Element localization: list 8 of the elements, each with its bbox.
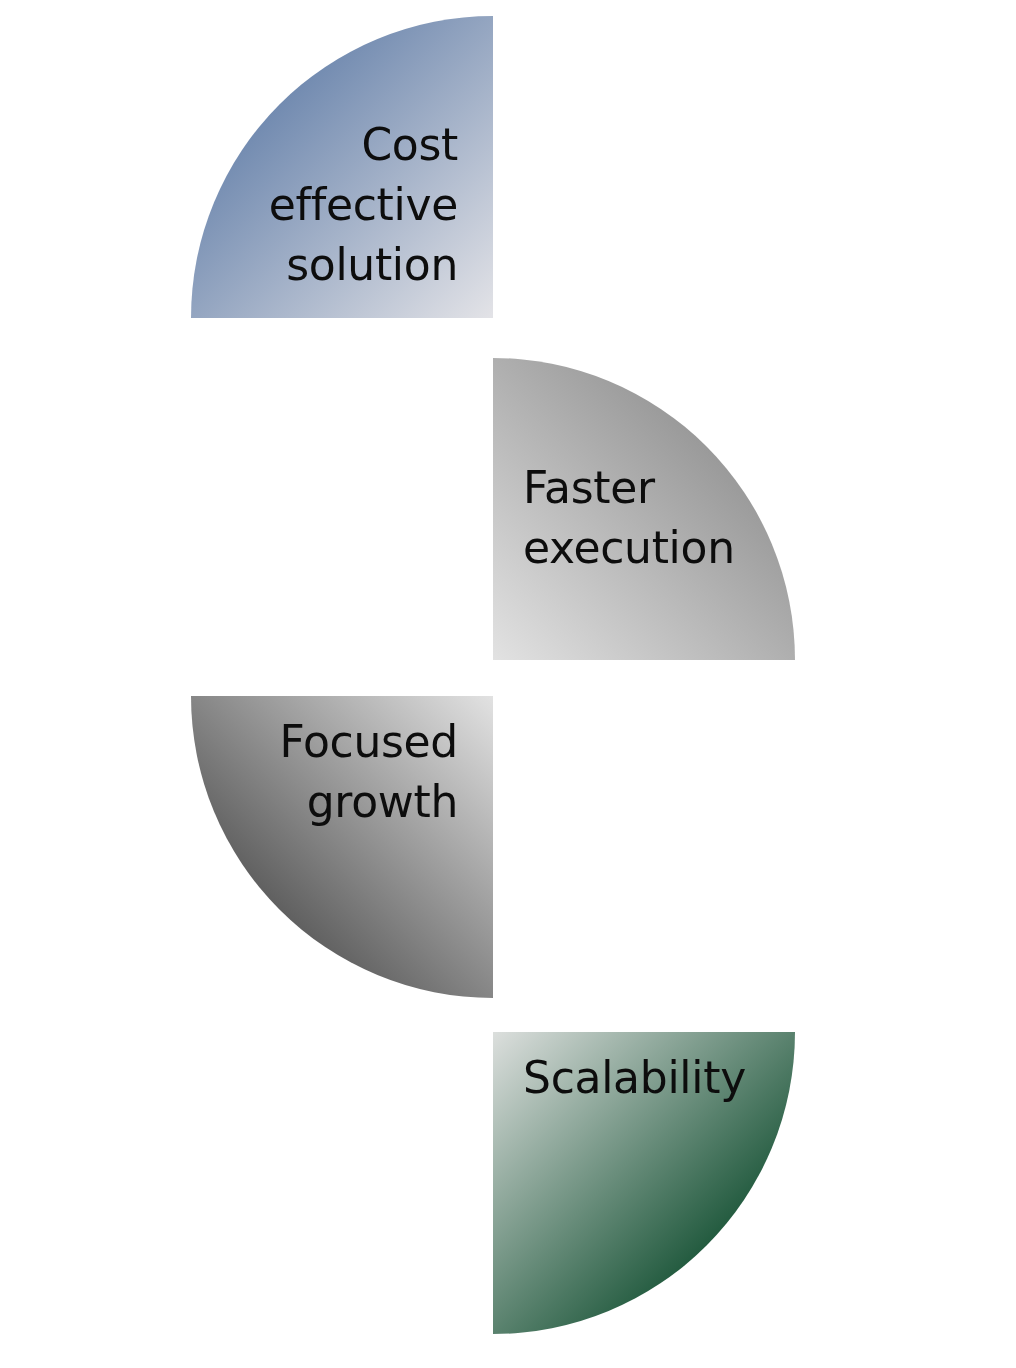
quarter-circle-segment — [493, 358, 795, 660]
quarter-circle-segment — [191, 16, 493, 318]
quarter-circle-segment — [493, 1032, 795, 1334]
segment-label: Faster execution — [523, 461, 736, 575]
segment-label: Cost effective solution — [267, 118, 458, 292]
segment-label: Scalability — [523, 1051, 746, 1105]
segment-label: Focused growth — [278, 715, 458, 829]
quarter-circle-segment — [191, 696, 493, 998]
